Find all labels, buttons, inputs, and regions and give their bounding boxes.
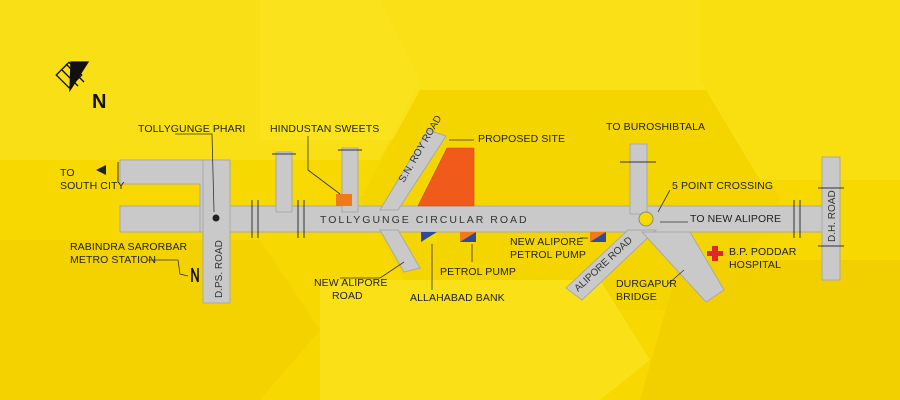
road-durgapur-bridge <box>640 231 725 303</box>
label-proposed-site: PROPOSED SITE <box>478 133 566 145</box>
label-tollygunge-phari: TOLLYGUNGE PHARI <box>138 123 246 135</box>
label-petrol-pump: PETROL PUMP <box>440 266 516 278</box>
label-new-alipore-road-line1: NEW ALIPORE <box>314 277 388 289</box>
landmarks <box>96 147 723 283</box>
road-new-alipore <box>379 229 421 273</box>
allahabad-bank-marker <box>421 232 437 242</box>
proposed-site-hatch <box>417 147 475 207</box>
road-label-dh: D.H. ROAD <box>827 190 838 242</box>
label-new-alipore-petrol-line1: NEW ALIPORE <box>510 236 584 248</box>
label-hospital-line2: HOSPITAL <box>729 259 781 271</box>
hospital-cross-icon <box>707 246 723 261</box>
road-label-dps: D.PS. ROAD <box>214 240 225 298</box>
label-allahabad-bank: ALLAHABAD BANK <box>410 292 505 304</box>
tollygunge-phari-dot <box>212 214 220 222</box>
label-durgapur-line2: BRIDGE <box>616 291 657 303</box>
compass-letter: N <box>92 91 106 113</box>
label-new-alipore-road-line2: ROAD <box>332 290 363 302</box>
label-to-new-alipore: TO NEW ALIPORE <box>690 213 782 225</box>
road-hindustan-left <box>275 151 293 213</box>
five-point-crossing-circle <box>638 211 654 227</box>
leader-lines <box>148 133 688 290</box>
label-to-buroshibtala: TO BUROSHIBTALA <box>606 121 706 133</box>
label-durgapur-line1: DURGAPUR <box>616 278 677 290</box>
new-alipore-petrol-marker <box>590 232 606 242</box>
label-to-south-city-line1: TO <box>60 167 75 179</box>
petrol-pump-marker <box>460 232 476 242</box>
label-metro-line1: RABINDRA SARORBAR <box>70 241 188 253</box>
label-new-alipore-petrol-line2: PETROL PUMP <box>510 249 586 261</box>
label-five-point-crossing: 5 POINT CROSSING <box>672 180 774 192</box>
label-metro-line2: METRO STATION <box>70 254 157 266</box>
road-dps <box>202 159 231 304</box>
proposed-site-plot <box>418 148 474 206</box>
label-to-south-city-line2: SOUTH CITY <box>60 180 125 192</box>
road-network <box>119 129 841 304</box>
arrow-left-icon <box>96 165 106 175</box>
compass-icon <box>55 61 90 93</box>
road-label-tollygunge-circular: TOLLYGUNGE CIRCULAR ROAD <box>320 214 529 226</box>
metro-icon <box>191 267 199 283</box>
hindustan-sweets-marker <box>336 194 352 206</box>
label-hindustan-sweets: HINDUSTAN SWEETS <box>270 123 380 135</box>
label-hospital-line1: B.P. PODDAR <box>729 246 797 258</box>
road-sn-roy <box>379 129 447 211</box>
road-alipore <box>565 229 658 301</box>
road-break-marks <box>117 149 844 247</box>
road-buroshibtala <box>629 143 648 215</box>
